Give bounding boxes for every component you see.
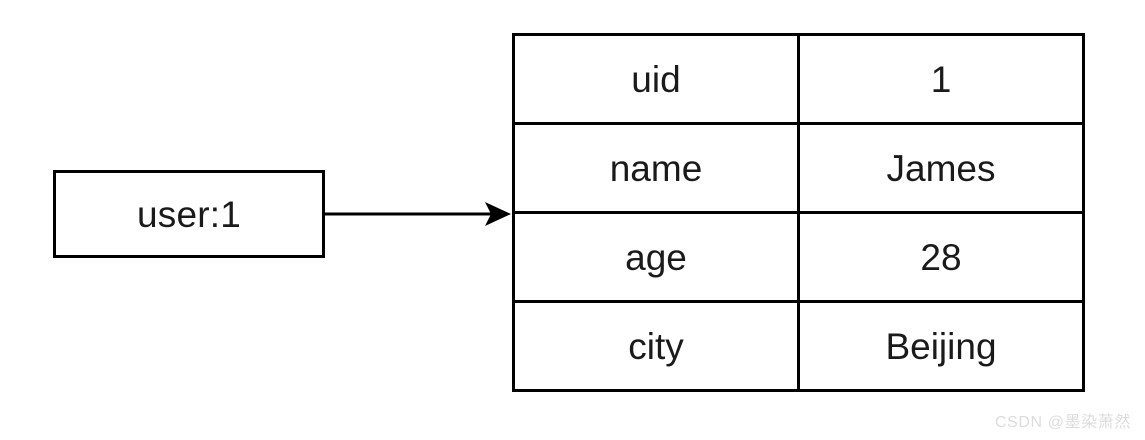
table-row: city Beijing bbox=[513, 301, 1084, 391]
hash-field-table-body: uid 1 name James age 28 city Beijing bbox=[513, 34, 1084, 391]
watermark: CSDN @墨染萧然 bbox=[994, 414, 1131, 431]
key-node-label: user:1 bbox=[136, 193, 242, 235]
field-cell: age bbox=[513, 212, 800, 303]
field-cell: city bbox=[513, 301, 800, 391]
value-cell: 28 bbox=[798, 212, 1084, 303]
table-row: age 28 bbox=[513, 212, 1084, 303]
table-row: uid 1 bbox=[513, 34, 1084, 125]
table-row: name James bbox=[513, 123, 1084, 214]
value-cell: Beijing bbox=[885, 325, 997, 367]
value-cell: 1 bbox=[798, 34, 1084, 125]
field-cell: uid bbox=[513, 34, 800, 125]
hash-field-table: uid 1 name James age 28 city Beijing bbox=[512, 33, 1085, 392]
key-node-box: user:1 bbox=[53, 170, 325, 258]
arrow-icon bbox=[325, 202, 511, 226]
field-cell: name bbox=[513, 123, 800, 214]
arrow-connector bbox=[325, 192, 515, 236]
value-cell: James bbox=[798, 123, 1084, 214]
